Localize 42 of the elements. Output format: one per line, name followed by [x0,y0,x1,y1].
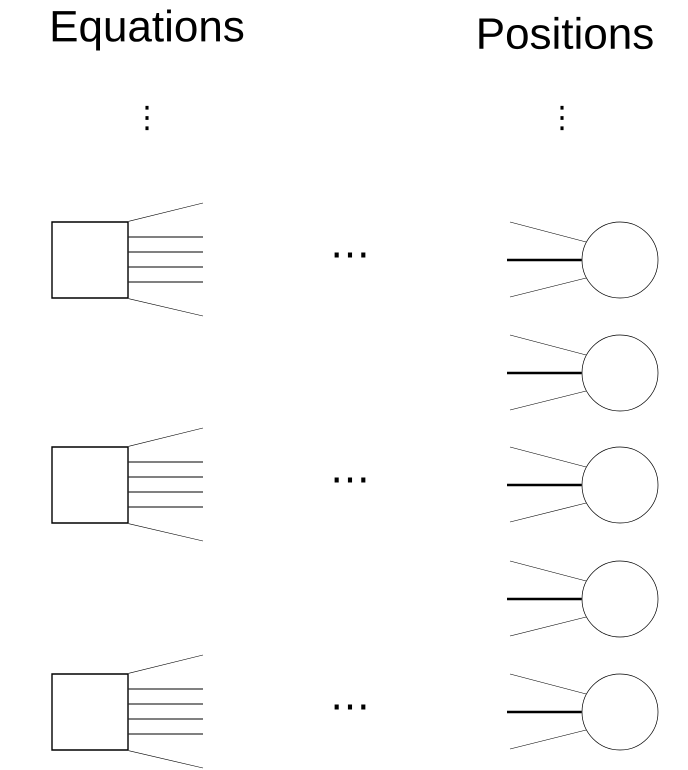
line [510,390,586,410]
ellipsis: ⋯ [334,704,366,710]
line [128,476,204,478]
circle-node [582,446,658,524]
line [510,616,586,636]
line [510,222,586,242]
line [510,560,586,582]
line [128,523,204,542]
circle-node [582,222,658,298]
column-heading: Equations [52,10,244,50]
ellipsis: ⋮ [560,106,564,130]
ellipsis: ⋯ [334,478,366,482]
line [507,258,582,262]
line [128,236,204,238]
column-heading: Positions [479,16,653,50]
line [507,598,582,600]
square-node [51,221,129,299]
line [507,484,582,486]
line [128,202,204,222]
line [510,334,586,356]
line [128,506,204,508]
line [510,674,586,694]
line [510,278,586,298]
square-node [51,673,129,751]
circle-node [582,334,658,412]
line [510,502,586,522]
line [128,266,204,268]
ellipsis: ⋮ [145,106,149,130]
line [507,372,582,374]
line [128,298,204,316]
line [507,710,582,714]
circle-node [582,674,658,750]
line [128,718,204,720]
line [510,730,586,750]
line [128,688,204,690]
line [510,446,586,468]
square-node [51,446,129,524]
ellipsis: ⋯ [334,252,366,258]
line [128,750,204,768]
line [128,428,204,447]
circle-node [582,560,658,638]
line [128,654,204,674]
